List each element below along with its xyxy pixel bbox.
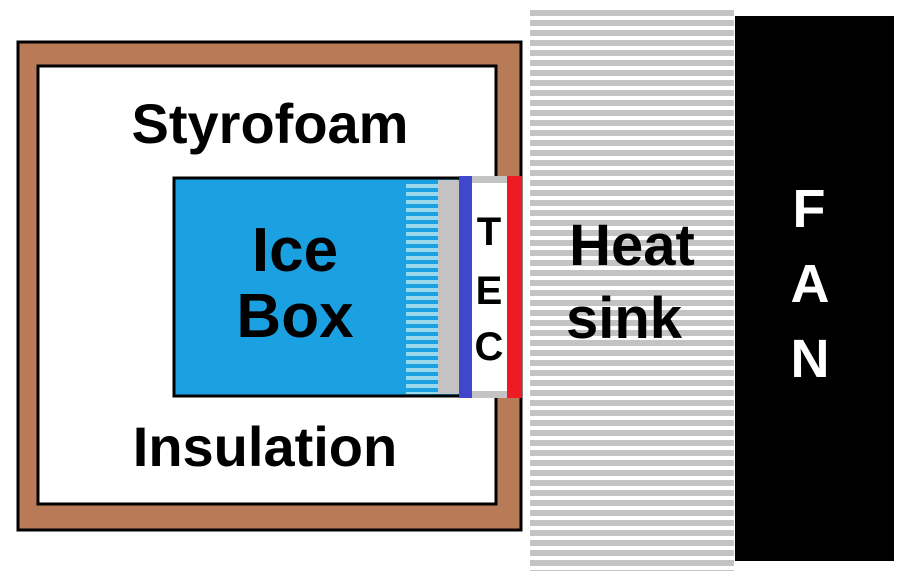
ice-box-label-line2: Box xyxy=(236,282,354,351)
styrofoam-label: Styrofoam xyxy=(132,92,409,155)
heat-sink-label-line1: Heat xyxy=(569,213,695,278)
heat-sink-label-line2: sink xyxy=(566,286,683,351)
tec-cold-side xyxy=(459,176,472,398)
fan-label-f: F xyxy=(793,179,826,239)
fan-label-a: A xyxy=(791,254,830,314)
ice-box-label-line1: Ice xyxy=(252,216,338,285)
insulation-label: Insulation xyxy=(133,415,397,478)
tec-hot-side xyxy=(507,176,522,398)
tec-label-c: C xyxy=(475,325,504,369)
cold-plate xyxy=(438,180,459,394)
tec-body xyxy=(472,183,507,391)
ice-box-fins xyxy=(406,180,438,394)
heat-sink xyxy=(530,8,734,571)
fan xyxy=(735,16,894,561)
tec-label-t: T xyxy=(477,210,501,254)
tec-label-e: E xyxy=(476,269,503,313)
fan-label-n: N xyxy=(791,329,830,389)
